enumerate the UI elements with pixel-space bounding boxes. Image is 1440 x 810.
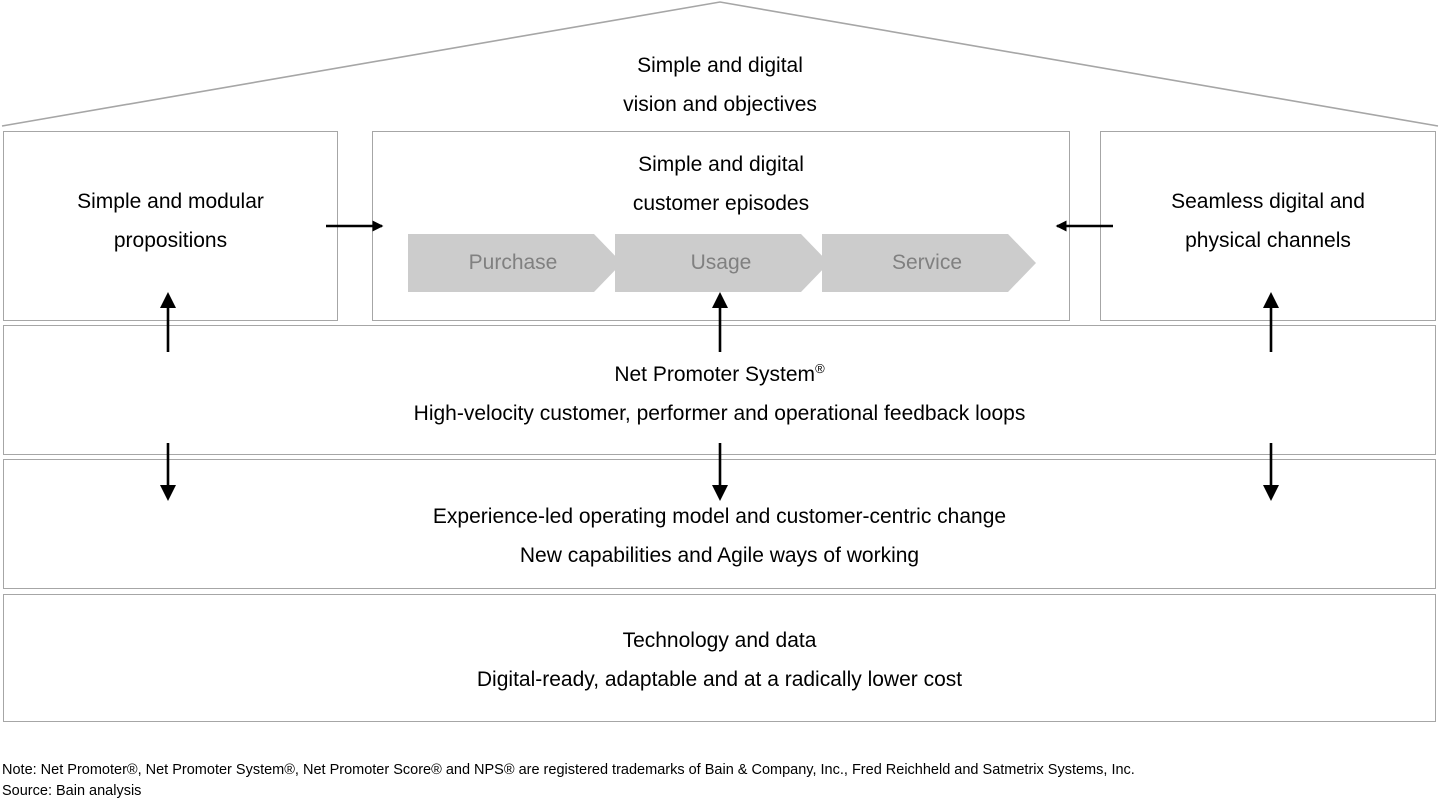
pillar-channels-line-2: physical channels: [1185, 229, 1351, 252]
band-net-promoter-system[interactable]: Net Promoter System® High-velocity custo…: [3, 325, 1436, 455]
pillar-channels[interactable]: Seamless digital and physical channels: [1100, 131, 1436, 321]
pillar-customer-episodes[interactable]: Simple and digital customer episodes: [372, 131, 1070, 321]
band-net-promoter-system-label: Net Promoter System® High-velocity custo…: [4, 355, 1435, 433]
pillar-customer-episodes-line-2: customer episodes: [632, 192, 810, 215]
footnote-note: Note: Net Promoter®, Net Promoter System…: [2, 762, 1135, 778]
band-tech-line-1: Technology and data: [622, 629, 817, 652]
band-tech-line-2: Digital-ready, adaptable and at a radica…: [476, 668, 963, 691]
band-nps-line-1: Net Promoter System®: [4, 355, 1435, 394]
band-technology-and-data[interactable]: Technology and data Digital-ready, adapt…: [3, 594, 1436, 722]
chevron-service-shape: [822, 234, 1036, 292]
band-ops-line-2: New capabilities and Agile ways of worki…: [519, 544, 920, 567]
roof-title: Simple and digital vision and objectives: [0, 46, 1440, 124]
episode-chevron-ribbon: Purchase Usage Service: [408, 234, 1036, 292]
pillar-channels-line-1: Seamless digital and: [1171, 190, 1365, 213]
roof-title-line-2: vision and objectives: [623, 93, 817, 116]
chevron-purchase-shape: [408, 234, 622, 292]
chevron-shapes-icon: [408, 234, 1036, 292]
registered-trademark-icon: ®: [815, 361, 825, 376]
pillar-customer-episodes-label: Simple and digital customer episodes: [373, 145, 1069, 223]
band-operating-model[interactable]: Experience-led operating model and custo…: [3, 459, 1436, 589]
band-nps-line-1-text: Net Promoter System: [614, 363, 816, 386]
roof-title-line-1: Simple and digital: [637, 54, 803, 77]
band-technology-and-data-label: Technology and data Digital-ready, adapt…: [4, 621, 1435, 699]
band-nps-line-2: High-velocity customer, performer and op…: [413, 402, 1026, 425]
pillar-customer-episodes-line-1: Simple and digital: [638, 153, 804, 176]
band-operating-model-label: Experience-led operating model and custo…: [4, 497, 1435, 575]
footnote-source: Source: Bain analysis: [2, 783, 142, 799]
footnotes: Note: Net Promoter®, Net Promoter System…: [2, 760, 1438, 802]
band-ops-line-1: Experience-led operating model and custo…: [432, 505, 1007, 528]
pillar-propositions-line-1: Simple and modular: [77, 190, 264, 213]
pillar-propositions-line-2: propositions: [113, 229, 228, 252]
pillar-channels-label: Seamless digital and physical channels: [1101, 182, 1435, 260]
pillar-propositions-label: Simple and modular propositions: [4, 182, 337, 260]
pillar-propositions[interactable]: Simple and modular propositions: [3, 131, 338, 321]
roof-outline-icon: [1, 1, 1439, 127]
chevron-usage-shape: [615, 234, 829, 292]
